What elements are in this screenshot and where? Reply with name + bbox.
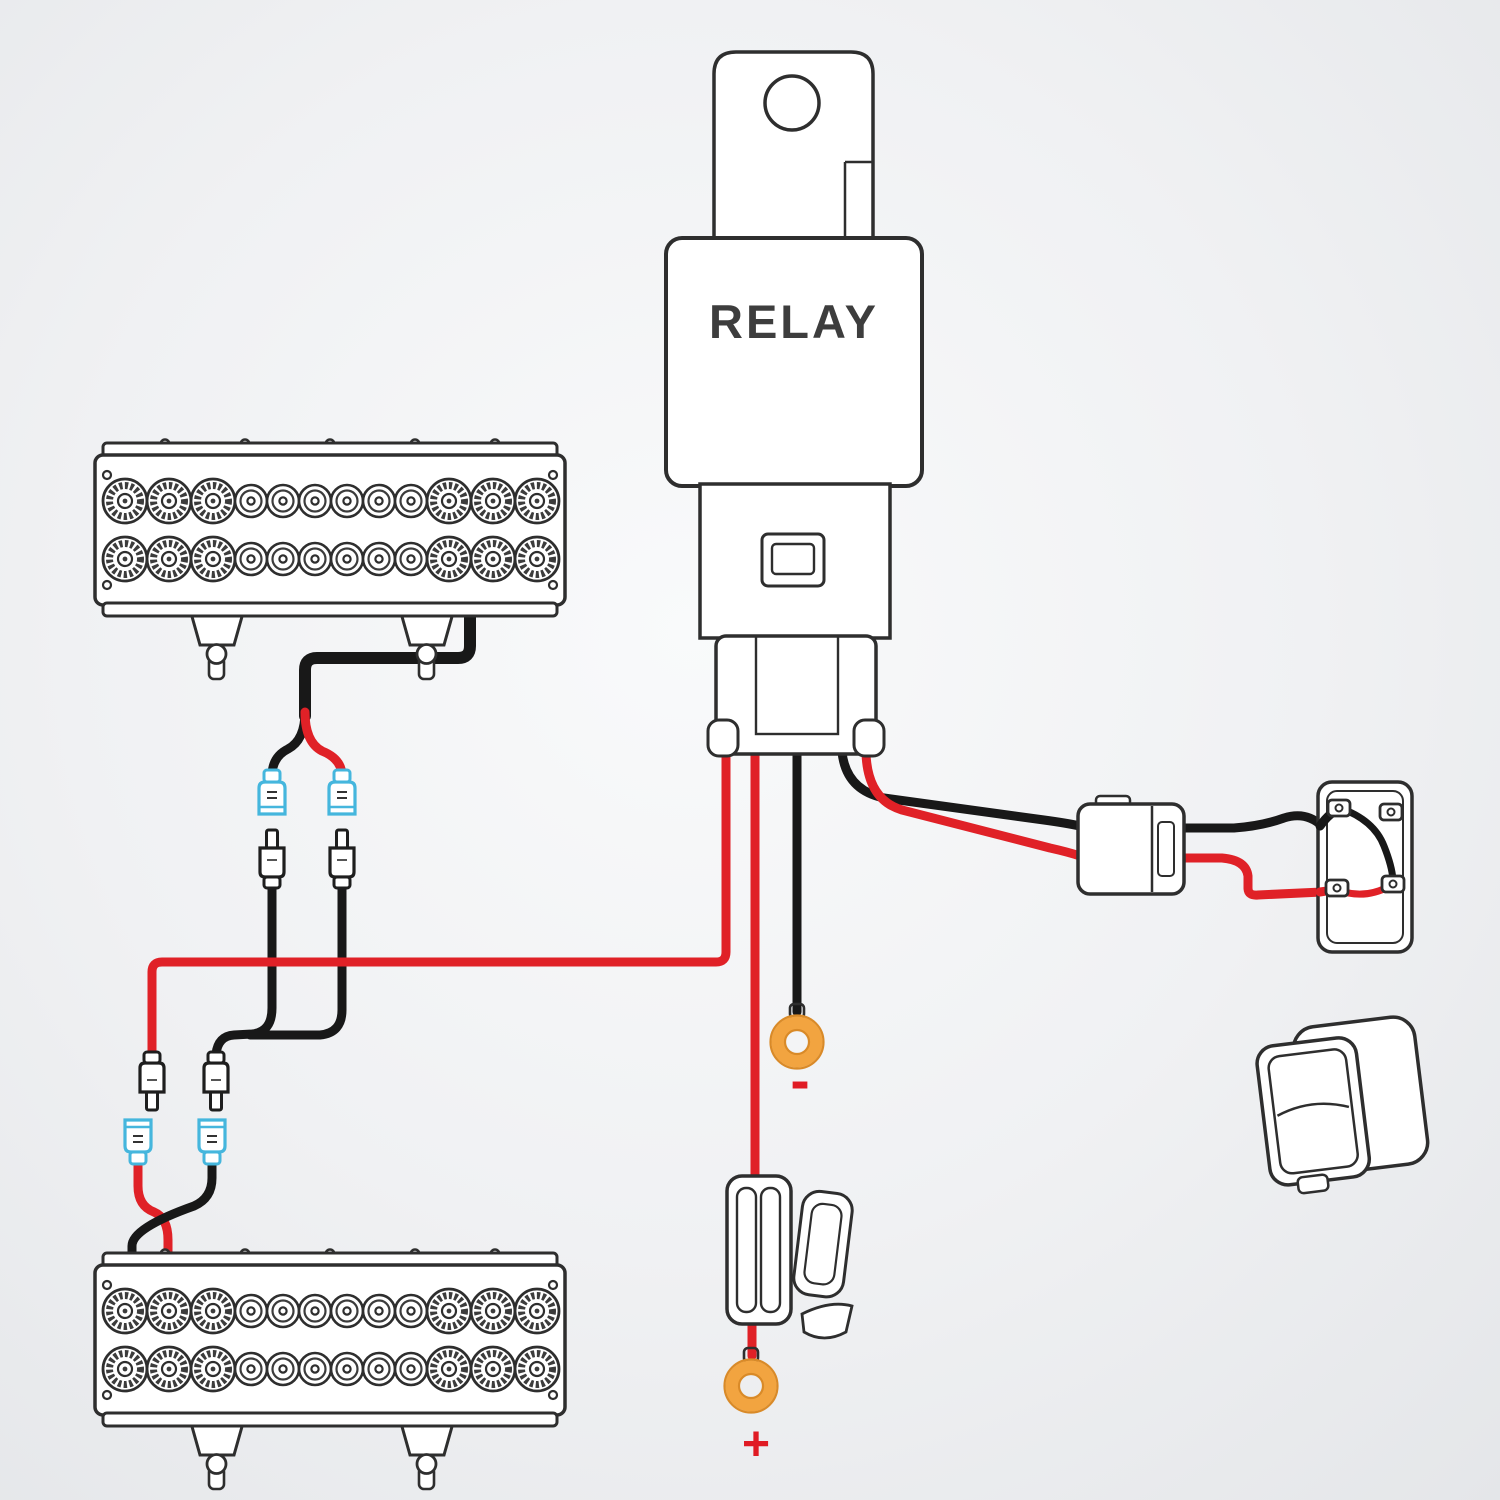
led-light-bar-lower	[95, 1250, 565, 1490]
wire-relay-output	[147, 745, 731, 1059]
relay-socket-foot-left	[706, 718, 740, 758]
quick-disconnect-terminals-upper	[257, 768, 357, 890]
switch-terminal	[1326, 798, 1352, 818]
terminal-screw	[1334, 803, 1344, 813]
led-light-bar-upper	[95, 440, 565, 680]
negative-label: -	[790, 1048, 809, 1113]
fuse-holder-clip	[800, 1302, 854, 1340]
wiring-harness	[127, 604, 1327, 1361]
switch-mount-tab	[1296, 1173, 1330, 1195]
female-terminal-blue	[197, 1118, 227, 1166]
switch-rocker-pivot	[1276, 1102, 1350, 1117]
ring-terminal-positive	[723, 1346, 779, 1414]
ring-eyelet-orange	[725, 1360, 777, 1412]
relay-body	[664, 236, 924, 488]
fuse-holder-body	[725, 1174, 793, 1326]
switch-rocker	[1267, 1048, 1359, 1175]
terminal-screw	[1332, 883, 1342, 893]
ring-hole	[783, 1028, 811, 1056]
wire-lightbar-upper-lead	[299, 604, 476, 722]
switch-terminal	[1378, 802, 1404, 822]
female-terminal-blue	[257, 768, 287, 816]
rocker-switch-rear	[1315, 780, 1414, 954]
female-terminal-blue	[123, 1118, 153, 1166]
male-terminal-black	[328, 828, 356, 890]
wire-switch-red	[861, 749, 1085, 861]
switch-terminal	[1324, 878, 1350, 898]
relay-socket-foot-right	[852, 718, 886, 758]
wire-chain-black-left	[211, 881, 277, 1059]
terminal-screw	[1386, 807, 1396, 817]
wire-lower-bar-black	[127, 1155, 217, 1267]
wire-connector-plug	[1076, 794, 1186, 896]
positive-label: +	[742, 1418, 770, 1471]
connector-lock	[1157, 821, 1175, 877]
fuse-holder-cover-inner	[803, 1202, 843, 1286]
relay-mounting-tab	[712, 50, 875, 244]
wire-lower-bar-red	[133, 1155, 173, 1267]
relay-socket	[714, 634, 878, 756]
ring-outline	[769, 1014, 825, 1070]
switch-jumper-black	[1336, 804, 1397, 884]
fuse-holder	[725, 1174, 854, 1340]
relay: RELAY	[664, 50, 924, 758]
rocker-switch-front	[1255, 1015, 1430, 1195]
ring-outline	[723, 1358, 779, 1414]
wire-split-red-upper	[300, 707, 347, 781]
male-terminal-black	[258, 828, 286, 890]
wire-chain-black-right	[245, 881, 347, 1040]
terminal-screw	[1388, 879, 1398, 889]
wire-connector-to-switch-black	[1177, 811, 1327, 833]
relay-tab-detail	[843, 160, 873, 244]
male-terminal-black	[138, 1050, 166, 1112]
switch-terminal	[1380, 874, 1406, 894]
quick-disconnect-terminals-lower	[123, 1050, 230, 1166]
wire-split-black-upper	[267, 707, 310, 781]
relay-mounting-hole	[763, 74, 821, 132]
relay-socket-inner	[754, 634, 840, 736]
switch-rear-inner	[1326, 790, 1404, 944]
male-terminal-black	[202, 1050, 230, 1112]
fuse-holder-rib	[735, 1186, 758, 1314]
relay-label: RELAY	[709, 295, 879, 348]
relay-latch-inner	[770, 542, 816, 576]
switch-rear-housing	[1316, 780, 1414, 954]
ring-eyelet-orange	[771, 1016, 823, 1068]
ring-terminal-negative	[769, 1002, 825, 1070]
fuse-holder-cover	[792, 1189, 854, 1299]
wire-connector-to-switch-red	[1177, 853, 1327, 900]
fuse-holder-rib	[759, 1186, 782, 1314]
connector-housing	[1076, 802, 1186, 896]
female-terminal-blue	[327, 768, 357, 816]
ring-hole	[737, 1372, 765, 1400]
